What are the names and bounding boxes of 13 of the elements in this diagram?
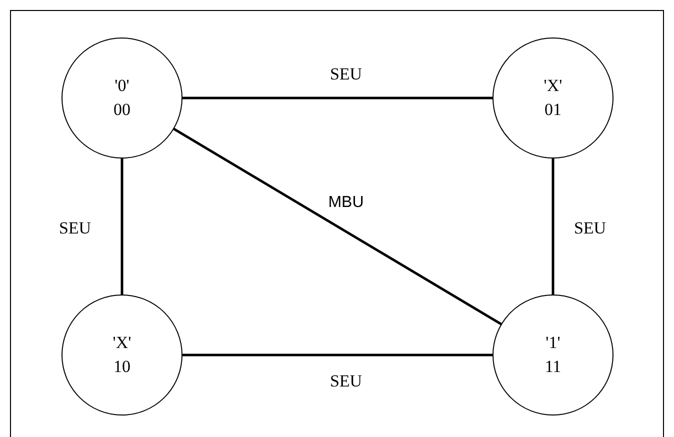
connector-line <box>172 128 502 326</box>
connector-line <box>120 158 124 295</box>
state-label: 00 <box>114 99 130 121</box>
state-label: '0' <box>114 75 130 97</box>
state-label: 'X' <box>544 75 562 97</box>
state-label: 11 <box>544 356 562 378</box>
connector-line <box>552 158 554 295</box>
connector-line <box>182 354 493 356</box>
state-label: 'X' <box>112 332 132 354</box>
state-label: 10 <box>114 356 130 378</box>
state-label: '1' <box>546 332 560 354</box>
connector-line <box>182 96 493 100</box>
state-label: 01 <box>544 99 562 121</box>
